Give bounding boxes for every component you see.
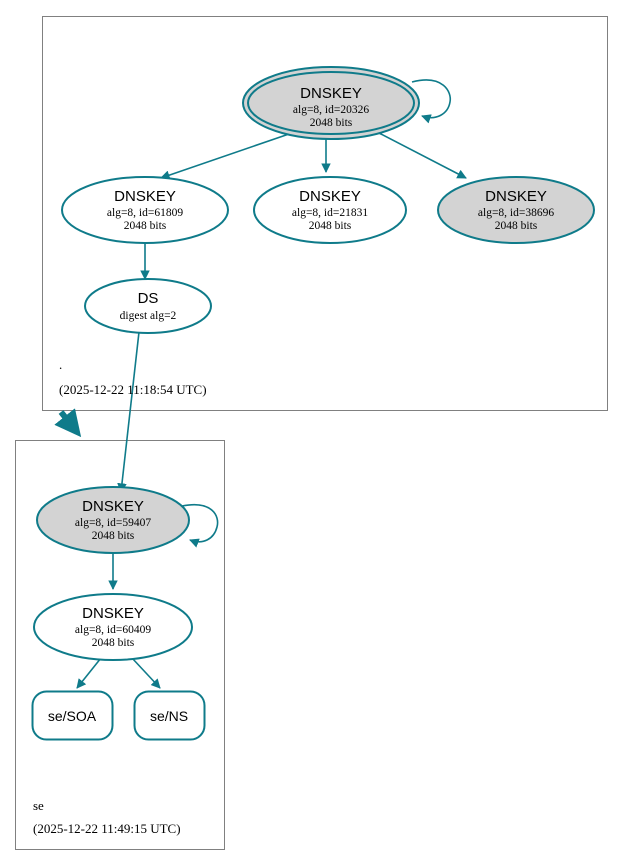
edge-se-zsk-to-se-soa [76,657,102,689]
node-rrset-se-soa-label: se/SOA [48,708,97,724]
node-dnskey-21831-title: DNSKEY [299,188,361,205]
node-dnskey-59407[interactable]: DNSKEY alg=8, id=59407 2048 bits [36,486,190,554]
node-dnskey-61809-ring [61,176,229,244]
node-dnskey-20326-title: DNSKEY [300,85,362,102]
node-dnskey-61809[interactable]: DNSKEY alg=8, id=61809 2048 bits [61,176,229,244]
node-dnskey-60409-params: alg=8, id=60409 [75,624,151,636]
zone-label-root-timestamp: (2025-12-22 11:18:54 UTC) [59,382,207,397]
edge-root-ksk-to-38696 [378,132,467,179]
node-dnskey-38696[interactable]: DNSKEY alg=8, id=38696 2048 bits [437,176,595,244]
node-dnskey-20326[interactable]: DNSKEY alg=8, id=20326 2048 bits [242,66,420,140]
node-ds-params: digest alg=2 [120,310,177,322]
edge-zone-delegation-root-to-se [54,408,82,438]
node-dnskey-21831-ring [253,176,407,244]
edge-se-zsk-to-se-ns [131,657,161,689]
node-ds-title: DS [138,290,159,307]
node-ds-digest-alg-2[interactable]: DS digest alg=2 [84,278,212,334]
node-rrset-se-ns[interactable]: se/NS [133,690,206,741]
node-dnskey-60409-ring [33,593,193,661]
edge-self-loop-se-ksk [181,503,219,548]
node-dnskey-38696-title: DNSKEY [485,188,547,205]
node-dnskey-20326-params: alg=8, id=20326 [293,104,369,116]
node-dnskey-21831-params: alg=8, id=21831 [292,207,368,219]
node-dnskey-21831-size: 2048 bits [309,220,352,232]
node-dnskey-60409-title: DNSKEY [82,605,144,622]
node-dnskey-59407-ring [36,486,190,554]
node-rrset-se-ns-label: se/NS [150,708,188,724]
edge-self-loop-root-ksk [411,79,452,124]
edge-root-ksk-to-61809 [160,133,290,180]
node-dnskey-61809-title: DNSKEY [114,188,176,205]
node-dnskey-20326-size: 2048 bits [310,117,353,129]
node-dnskey-20326-inner-ring [247,71,415,135]
zone-label-se-timestamp: (2025-12-22 11:49:15 UTC) [33,821,181,836]
node-dnskey-21831[interactable]: DNSKEY alg=8, id=21831 2048 bits [253,176,407,244]
node-dnskey-59407-params: alg=8, id=59407 [75,517,151,529]
node-dnskey-60409-size: 2048 bits [92,637,135,649]
node-dnskey-59407-size: 2048 bits [92,530,135,542]
zone-label-se-name: se [33,798,44,813]
node-dnskey-38696-size: 2048 bits [495,220,538,232]
node-dnskey-59407-title: DNSKEY [82,498,144,515]
node-dnskey-61809-params: alg=8, id=61809 [107,207,183,219]
node-ds-ring [84,278,212,334]
node-dnskey-61809-size: 2048 bits [124,220,167,232]
edge-ds-to-se-ksk [117,331,140,493]
node-dnskey-38696-params: alg=8, id=38696 [478,207,554,219]
zone-label-root-name: . [59,357,62,372]
node-rrset-se-ns-box [133,690,206,741]
node-rrset-se-soa-box [31,690,114,741]
node-dnskey-60409[interactable]: DNSKEY alg=8, id=60409 2048 bits [33,593,193,661]
node-dnskey-38696-ring [437,176,595,244]
node-rrset-se-soa[interactable]: se/SOA [31,690,114,741]
